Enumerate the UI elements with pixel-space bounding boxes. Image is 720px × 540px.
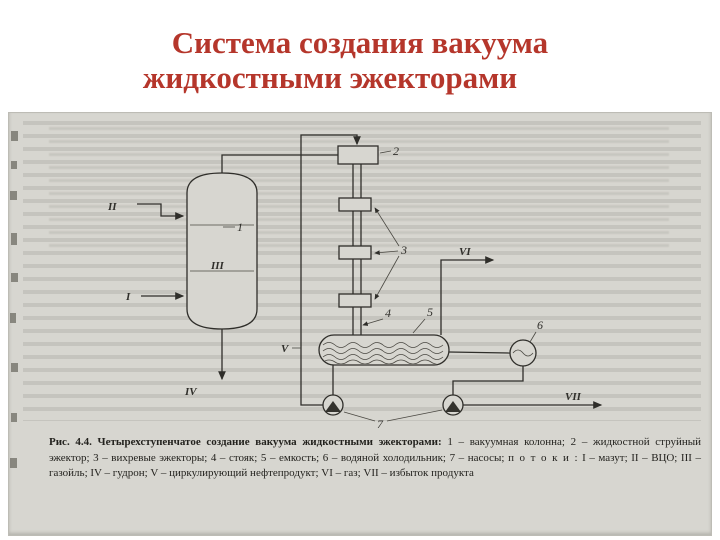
stream-VI: VI bbox=[459, 246, 471, 258]
scan-artifact bbox=[10, 313, 16, 323]
label-pumps: 7 bbox=[377, 417, 384, 431]
stream-VII: VII bbox=[565, 391, 582, 403]
figure-caption: Рис. 4.4. Четырехступенчатое создание ва… bbox=[49, 435, 701, 482]
liquid-jet-ejector: 2 bbox=[337, 144, 399, 165]
bottoms-line: IV bbox=[184, 329, 226, 398]
stream-III: III bbox=[210, 260, 225, 272]
overhead-vapour-line bbox=[221, 154, 338, 173]
stream-V: V bbox=[281, 343, 290, 355]
slide-title: Система создания вакуума жидкостными эже… bbox=[0, 25, 720, 95]
scan-artifact bbox=[11, 413, 17, 422]
vortex-ejector-3 bbox=[338, 293, 372, 308]
scan-artifact bbox=[10, 191, 17, 200]
gas-outlet-line: VI bbox=[440, 246, 495, 335]
label-column: 1 bbox=[237, 220, 243, 234]
vortex-ejector-2 bbox=[338, 245, 372, 260]
caption-lead: Рис. 4.4. Четырехступенчатое создание ва… bbox=[49, 436, 442, 448]
process-flow-diagram: 1 2 3 4 bbox=[107, 134, 603, 431]
circulating-liquid-line: V bbox=[281, 134, 361, 406]
scan-artifact bbox=[11, 233, 17, 245]
caption-equipment: 1 – вакуумная колонна; 2 – жидкостной ст… bbox=[49, 436, 701, 464]
caption-streams: I – мазут; II – ВЦО; III – газойль; IV –… bbox=[49, 451, 701, 480]
stream-IV: IV bbox=[184, 386, 198, 398]
scan-artifact bbox=[10, 458, 17, 468]
label-jet-ejector: 2 bbox=[393, 144, 399, 158]
top-reflux-line: II bbox=[107, 201, 185, 220]
vacuum-column: 1 bbox=[186, 172, 258, 330]
pumps: 7 bbox=[322, 365, 464, 431]
caption-streams-lead: п о т о к и : bbox=[508, 451, 579, 464]
slide-title-line2: жидкостными эжекторами bbox=[142, 59, 518, 95]
scan-artifact bbox=[11, 273, 18, 282]
water-cooler: 6 bbox=[448, 318, 543, 395]
scan-artifact bbox=[11, 161, 17, 169]
label-drum: 5 bbox=[427, 305, 433, 319]
ejector-stack: 3 4 bbox=[338, 164, 407, 335]
separator-drum: 5 bbox=[318, 305, 450, 366]
vortex-ejector-1 bbox=[338, 197, 372, 212]
stream-I: I bbox=[125, 291, 131, 303]
label-vortex-ejectors: 3 bbox=[400, 243, 407, 257]
scan-artifact bbox=[11, 363, 18, 372]
label-cooler: 6 bbox=[537, 318, 543, 332]
slide-title-line1: Система создания вакуума bbox=[171, 25, 549, 60]
label-standpipe: 4 bbox=[385, 306, 391, 320]
excess-product-line: VII bbox=[463, 391, 603, 409]
scan-artifact bbox=[11, 131, 18, 141]
feed-line: I bbox=[125, 291, 185, 303]
stream-II: II bbox=[107, 201, 117, 213]
scanned-figure: 1 2 3 4 bbox=[8, 112, 712, 536]
